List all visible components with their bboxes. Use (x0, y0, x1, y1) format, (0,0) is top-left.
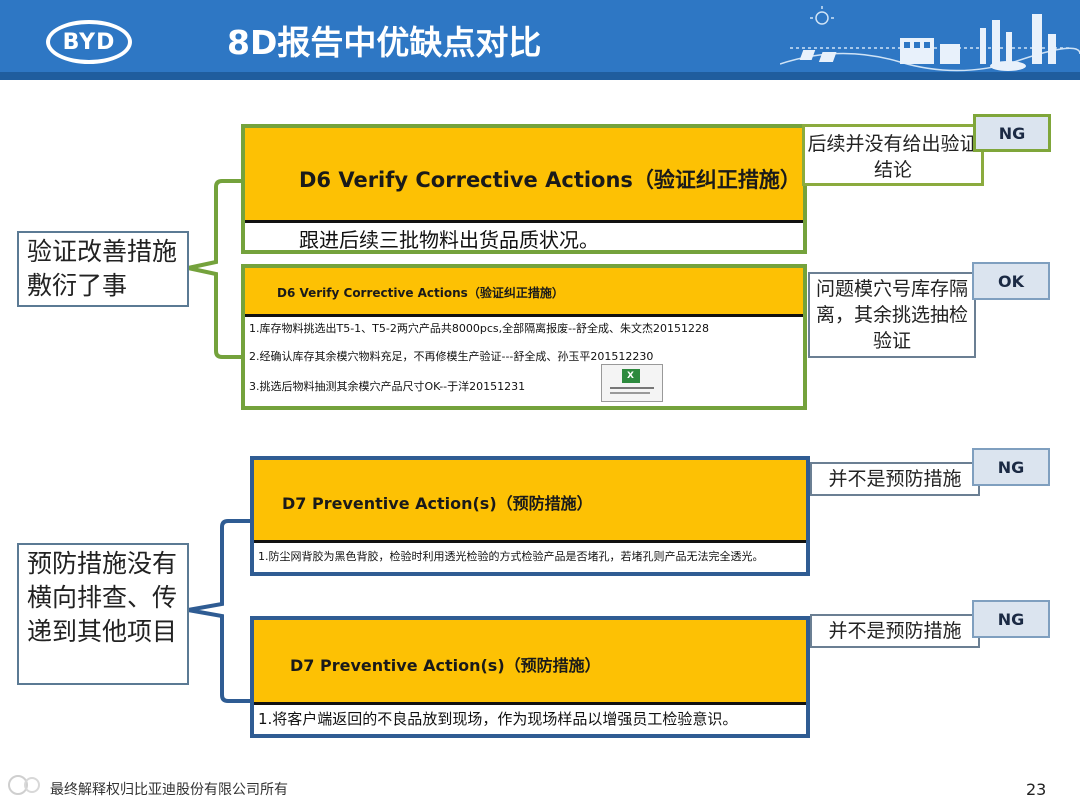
d6-card-2-tag: OK (972, 262, 1050, 300)
bracket-d6 (187, 179, 246, 359)
label-d6-issue: 验证改善措施敷衍了事 (17, 231, 189, 307)
slide-title: 8D报告中优缺点对比 (227, 23, 542, 62)
d7-card-2: D7 Preventive Action(s)（预防措施） 1.将客户端返回的不… (250, 616, 810, 738)
d7-card-2-body: 1.将客户端返回的不良品放到现场，作为现场样品以增强员工检验意识。 (258, 710, 738, 728)
byd-logo: BYD (46, 20, 132, 64)
d6-card-2-line-3: 3.挑选后物料抽测其余模穴产品尺寸OK--于洋20151231 (249, 380, 526, 393)
d6-card-1-body: 跟进后续三批物料出货品质状况。 (299, 228, 599, 252)
city-skyline-illustration (780, 6, 1080, 72)
d6-card-2-note: 问题模穴号库存隔离，其余挑选抽检验证 (808, 272, 976, 358)
bracket-d7 (187, 519, 254, 703)
d7-card-1-note: 并不是预防措施 (810, 462, 980, 496)
d6-card-2: D6 Verify Corrective Actions（验证纠正措施） 1.库… (241, 264, 807, 410)
d6-card-1: D6 Verify Corrective Actions（验证纠正措施） 跟进后… (241, 124, 807, 254)
d6-card-1-tag: NG (973, 114, 1051, 152)
d7-card-1-tag: NG (972, 448, 1050, 486)
d7-card-2-tag: NG (972, 600, 1050, 638)
d6-card-1-heading: D6 Verify Corrective Actions（验证纠正措施） (299, 168, 801, 192)
page-number: 23 (1026, 780, 1047, 799)
d7-card-1-heading: D7 Preventive Action(s)（预防措施） (282, 494, 593, 513)
d6-card-2-line-1: 1.库存物料挑选出T5-1、T5-2两穴产品共8000pcs,全部隔离报废--舒… (249, 322, 710, 335)
d6-card-2-heading: D6 Verify Corrective Actions（验证纠正措施） (277, 286, 564, 300)
d7-card-2-note: 并不是预防措施 (810, 614, 980, 648)
d7-card-2-heading: D7 Preventive Action(s)（预防措施） (290, 656, 601, 675)
excel-file-icon[interactable]: X (601, 364, 663, 402)
footer-copyright: 最终解释权归比亚迪股份有限公司所有 (50, 782, 288, 798)
label-d7-issue: 预防措施没有横向排查、传递到其他项目 (17, 543, 189, 685)
watermark-logo-icon (8, 775, 40, 795)
d6-card-1-note: 后续并没有给出验证结论 (802, 124, 984, 186)
d7-card-1-body: 1.防尘网背胶为黑色背胶，检验时利用透光检验的方式检验产品是否堵孔，若堵孔则产品… (258, 550, 764, 563)
d7-card-1: D7 Preventive Action(s)（预防措施） 1.防尘网背胶为黑色… (250, 456, 810, 576)
header-underline (0, 72, 1080, 80)
d6-card-2-line-2: 2.经确认库存其余模穴物料充足，不再修模生产验证---舒全成、孙玉平201512… (249, 350, 654, 363)
